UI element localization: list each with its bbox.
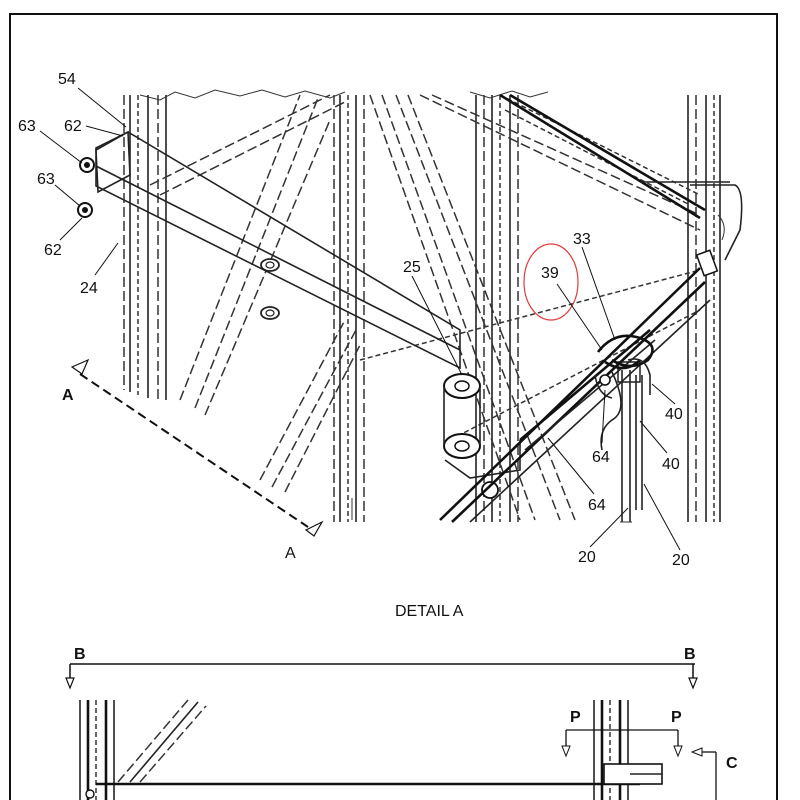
callout-40: 40 — [662, 456, 680, 473]
callout-64: 64 — [588, 497, 606, 514]
center-mast — [333, 95, 365, 522]
leader-lines — [39, 87, 681, 551]
callout-62: 62 — [44, 242, 62, 259]
highlight-circle — [523, 243, 579, 321]
callout-63: 63 — [18, 118, 36, 135]
section-marker-a-bottom: A — [285, 545, 296, 562]
section-b-figure: B B P P C — [65, 646, 738, 800]
callout-24: 24 — [80, 280, 98, 297]
detail-title: DETAIL A — [395, 603, 464, 620]
section-marker-c: C — [726, 755, 738, 772]
callout-25: 25 — [403, 259, 421, 276]
vertical-rods — [620, 370, 643, 523]
callout-20: 20 — [578, 549, 596, 566]
cable-clip-assembly — [594, 334, 654, 451]
upper-right-frame — [499, 93, 743, 277]
section-cut-a — [70, 358, 324, 537]
callout-39: 39 — [541, 265, 559, 282]
section-marker-a-top: A — [62, 387, 74, 404]
right-mast — [687, 95, 721, 522]
callout-62: 62 — [64, 118, 82, 135]
callout-20: 20 — [672, 552, 690, 569]
callout-64: 64 — [592, 449, 610, 466]
detail-a-figure: 54 63 62 63 62 24 25 33 39 64 64 40 40 2… — [18, 71, 743, 620]
callout-63: 63 — [37, 171, 55, 188]
section-marker-b-left: B — [74, 646, 86, 663]
break-line — [139, 89, 346, 101]
callout-54: 54 — [58, 71, 76, 88]
right-center-mast — [475, 95, 519, 522]
section-marker-p-right: P — [671, 709, 682, 726]
left-mast — [123, 95, 167, 400]
tension-rods — [439, 267, 711, 523]
pivot-pin-assembly — [443, 373, 521, 499]
callout-33: 33 — [573, 231, 591, 248]
main-beam — [95, 131, 461, 370]
section-marker-b-right: B — [684, 646, 696, 663]
callout-40: 40 — [665, 406, 683, 423]
section-marker-p-left: P — [570, 709, 581, 726]
frame-border — [9, 13, 778, 800]
bolt-heads — [77, 130, 131, 218]
